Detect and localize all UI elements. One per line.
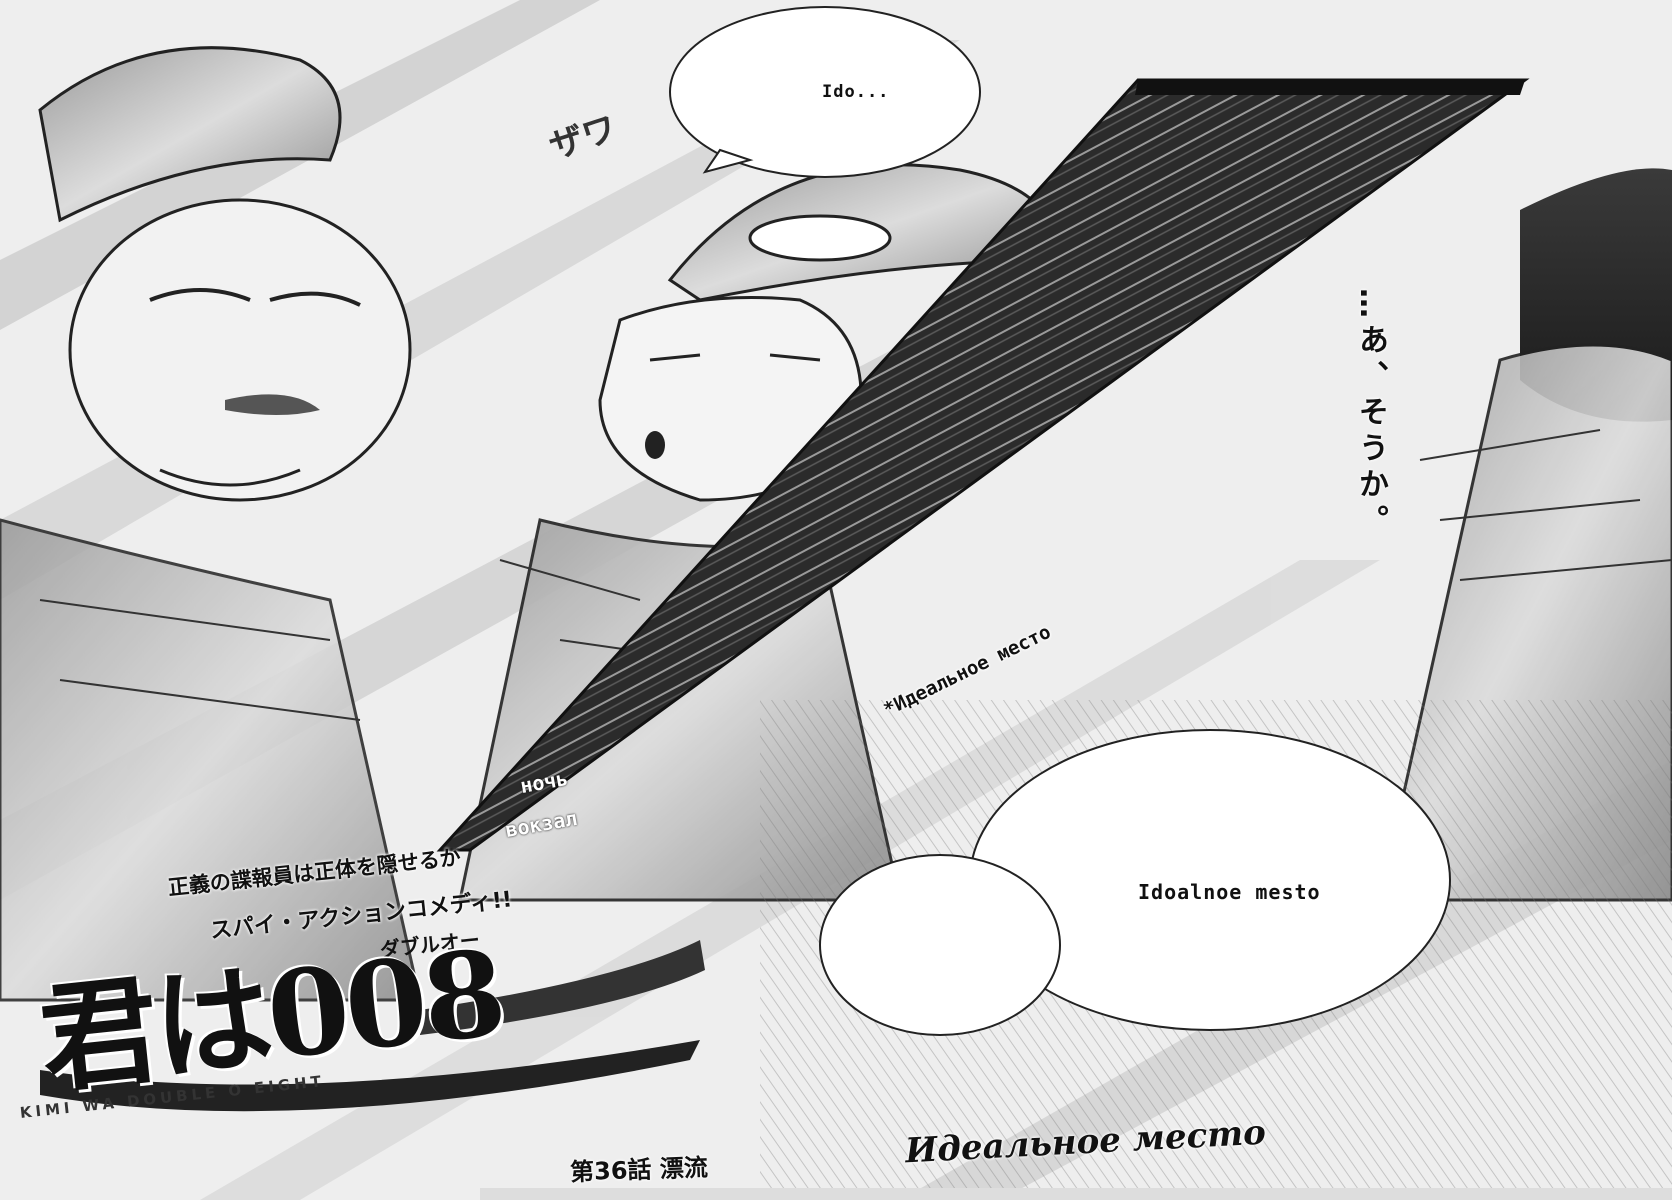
speech-bubble-small xyxy=(819,854,1061,1036)
narration-caption: …あ、そうか。 xyxy=(1353,288,1388,540)
speech-bubble-top-text: Ido... xyxy=(822,82,890,102)
speech-bubble-top xyxy=(669,6,981,178)
chapter-label: 第36話 漂流 xyxy=(569,1153,709,1187)
title-swoosh xyxy=(40,940,705,1112)
bulletin-board xyxy=(436,78,1530,852)
speech-bubble-right-text: Idoalnoe mesto xyxy=(1138,880,1321,904)
figure-old-man xyxy=(0,46,422,1002)
